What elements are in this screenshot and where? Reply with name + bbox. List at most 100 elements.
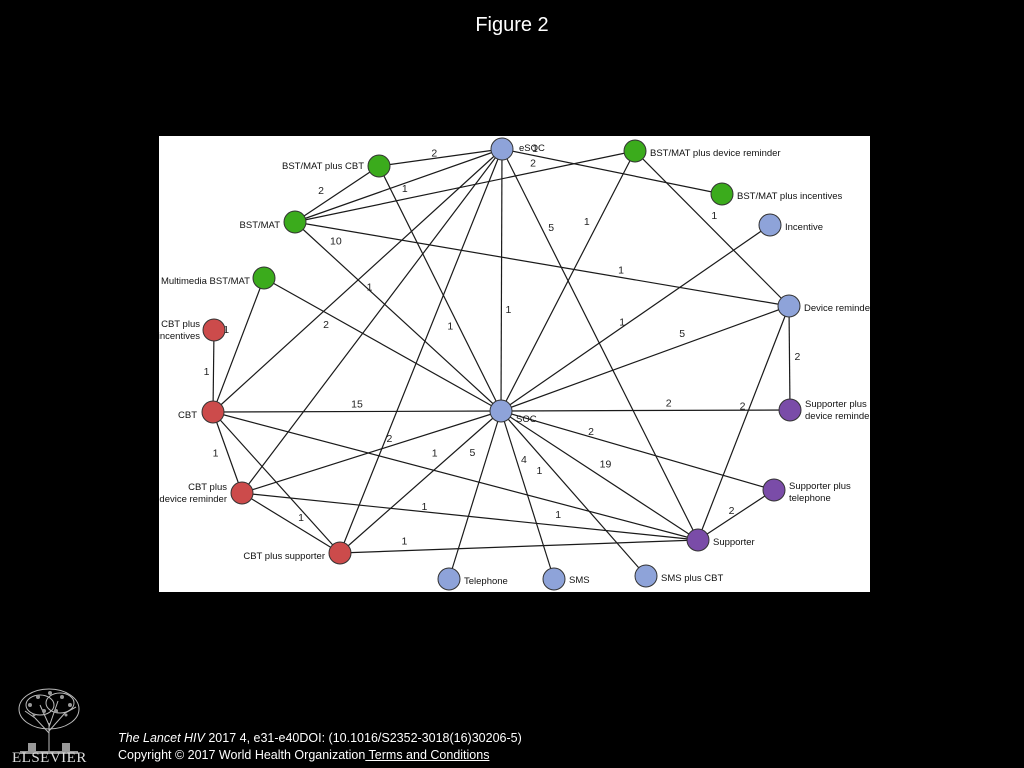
node-label-cbt: CBT <box>178 410 197 421</box>
edge-label-esoc-soc: 1 <box>505 304 511 316</box>
edge-cbt_sup-supporter <box>339 539 699 554</box>
node-cbt: CBT <box>178 400 225 424</box>
edge-mm_bst-soc <box>263 277 502 412</box>
node-circle-bst_dev <box>623 139 647 163</box>
citation-details: 2017 4, e31-e40DOI: (10.1016/S2352-3018(… <box>204 731 522 745</box>
node-label-cbt_sup: CBT plus supporter <box>243 551 325 562</box>
edge-cbt-cbt_sup <box>212 411 341 554</box>
edge-devrem-soc <box>500 305 790 412</box>
node-label-bst_dev: BST/MAT plus device reminder <box>650 148 781 159</box>
node-circle-sms_cbt <box>634 564 658 588</box>
edge-label-cbt_dev-supporter: 1 <box>421 501 427 513</box>
edge-soc-sup_dev <box>500 409 791 412</box>
figure-title: Figure 2 <box>475 14 549 36</box>
edge-label-mm_bst-soc: 2 <box>323 319 329 331</box>
edge-cbt-soc <box>212 410 502 413</box>
node-circle-mm_bst <box>252 266 276 290</box>
node-label-devrem: Device reminder <box>804 303 870 314</box>
node-label-sup_tel: Supporter plus <box>789 481 851 492</box>
copyright-text: Copyright © 2017 World Health Organizati… <box>118 748 366 762</box>
edge-label-cbt-soc: 15 <box>351 399 363 411</box>
edge-cbt_dev-supporter <box>241 492 699 541</box>
edge-label-incentive-soc: 1 <box>619 317 625 329</box>
node-esoc: eSOC <box>490 137 545 161</box>
edge-cbt_sup-soc <box>339 410 502 554</box>
edge-label-bst-devrem: 1 <box>618 264 624 276</box>
node-bst_dev: BST/MAT plus device reminder <box>623 139 781 163</box>
edge-esoc-cbt_sup <box>339 148 503 554</box>
edge-bst-devrem <box>294 221 790 307</box>
node-label-esoc: eSOC <box>519 143 545 154</box>
node-label-sup_dev: device reminder <box>805 411 870 422</box>
edge-label-cbt-cbt_dev: 1 <box>213 448 219 460</box>
edge-label-mm_bst-cbt: 1 <box>223 324 229 336</box>
edge-label-bst-bst_dev: 2 <box>530 157 536 169</box>
edge-cbt_dev-soc <box>241 410 502 494</box>
node-label-cbt_inc: CBT plus <box>161 319 200 330</box>
edge-label-esoc-cbt: 1 <box>367 282 373 294</box>
copyright-line: Copyright © 2017 World Health Organizati… <box>118 748 489 762</box>
edge-label-cbt_inc-cbt: 1 <box>204 366 210 378</box>
edge-mm_bst-cbt <box>212 277 265 413</box>
edge-label-soc-sup_dev: 2 <box>666 397 672 409</box>
edge-bst-bst_dev <box>294 150 636 223</box>
node-label-cbt_dev: device reminder <box>159 494 227 505</box>
node-bst_cbt: BST/MAT plus CBT <box>282 154 391 178</box>
edge-label-cbt-supporter: 1 <box>555 509 561 521</box>
node-circle-sup_dev <box>778 398 802 422</box>
node-telephone: Telephone <box>437 567 508 591</box>
edge-label-bst-bst_cbt: 2 <box>318 185 324 197</box>
edge-soc-telephone <box>448 410 502 580</box>
edge-label-soc-telephone: 5 <box>470 447 476 459</box>
edge-devrem-sup_dev <box>788 305 791 411</box>
edge-cbt_dev-cbt_sup <box>241 492 341 554</box>
edge-bst-soc <box>294 221 502 412</box>
node-circle-cbt <box>201 400 225 424</box>
node-label-sup_dev: Supporter plus <box>805 399 867 410</box>
node-label-incentive: Incentive <box>785 222 823 233</box>
node-incentive: Incentive <box>758 213 823 237</box>
edge-devrem-supporter <box>697 305 790 541</box>
journal-name: The Lancet HIV <box>118 731 205 745</box>
edge-bst-bst_cbt <box>294 165 380 223</box>
edges-layer <box>212 148 791 580</box>
elsevier-tree-logo <box>10 683 88 765</box>
edge-cbt-cbt_dev <box>212 411 243 494</box>
edge-esoc-bst_inc <box>501 148 723 195</box>
node-circle-bst_inc <box>710 182 734 206</box>
node-supporter: Supporter <box>686 528 755 552</box>
edge-bst-esoc <box>294 148 503 223</box>
edge-sup_tel-supporter <box>697 489 775 541</box>
nodes-layer: eSOC BST/MAT plus CBT BST/MAT plus device … <box>159 137 870 591</box>
elsevier-wordmark: ELSEVIER <box>12 750 87 766</box>
edge-cbt_inc-cbt <box>212 329 215 413</box>
node-sms_cbt: SMS plus CBT <box>634 564 723 588</box>
node-circle-cbt_inc <box>202 318 226 342</box>
edge-label-bst-esoc: 1 <box>402 183 408 195</box>
edge-incentive-soc <box>500 224 771 412</box>
node-circle-supporter <box>686 528 710 552</box>
node-circle-soc <box>489 399 513 423</box>
terms-link[interactable]: Terms and Conditions <box>365 748 490 762</box>
node-label-bst: BST/MAT <box>240 220 281 231</box>
edge-label-bst_dev-soc: 1 <box>584 216 590 228</box>
node-circle-bst <box>283 210 307 234</box>
citation-line: The Lancet HIV 2017 4, e31-e40DOI: (10.1… <box>118 731 522 745</box>
node-circle-cbt_sup <box>328 541 352 565</box>
edge-label-cbt_dev-soc: 2 <box>386 433 392 445</box>
edge-label-cbt_sup-soc: 1 <box>432 448 438 460</box>
edge-label-bst_dev-devrem: 1 <box>711 210 717 222</box>
node-label-supporter: Supporter <box>713 537 755 548</box>
node-label-telephone: Telephone <box>464 576 508 587</box>
node-circle-bst_cbt <box>367 154 391 178</box>
edge-label-cbt_dev-cbt_sup: 1 <box>298 512 304 524</box>
edge-soc-sup_tel <box>500 410 775 491</box>
edge-label-bst_cbt-esoc: 2 <box>431 147 437 159</box>
node-circle-sms <box>542 567 566 591</box>
